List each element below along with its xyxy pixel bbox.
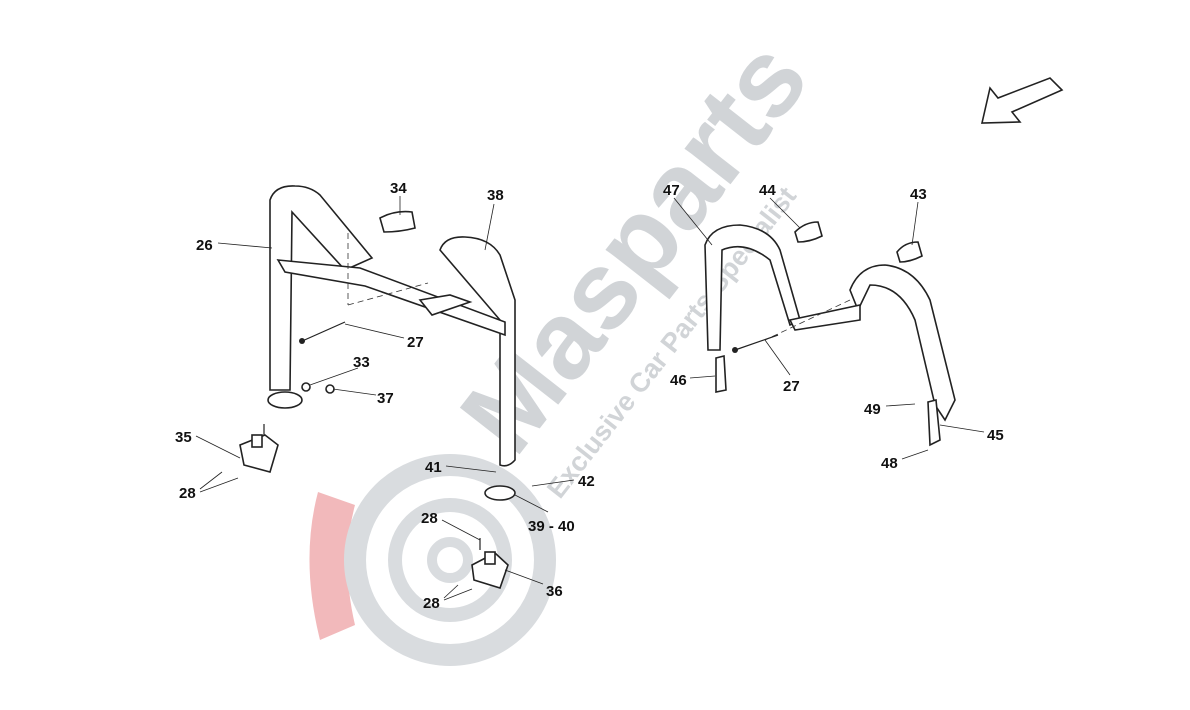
callout-34: 34 <box>390 180 407 197</box>
part-45 <box>927 398 941 447</box>
callout-27: 27 <box>783 378 800 395</box>
watermark-red-segment <box>309 492 355 640</box>
callout-27: 27 <box>407 334 424 351</box>
callout-42: 42 <box>578 473 595 490</box>
callout-48: 48 <box>881 455 898 472</box>
direction-arrow-icon <box>980 77 1064 124</box>
callout-43: 43 <box>910 186 927 203</box>
leader-lines <box>195 196 985 601</box>
part-34 <box>379 210 416 233</box>
callout-47: 47 <box>663 182 680 199</box>
callout-labels: 26 34 38 27 33 37 35 28 41 42 39 - 40 28… <box>175 180 1004 612</box>
callout-41: 41 <box>425 459 442 476</box>
callout-37: 37 <box>377 390 394 407</box>
callout-45: 45 <box>987 427 1004 444</box>
part-44 <box>794 221 823 243</box>
callout-36: 36 <box>546 583 563 600</box>
callout-28: 28 <box>421 510 438 527</box>
callout-38: 38 <box>487 187 504 204</box>
callout-33: 33 <box>353 354 370 371</box>
part-clamp-left <box>267 391 303 409</box>
callout-44: 44 <box>759 182 776 199</box>
watermark-logo: Masparts Exclusive Car Parts Specialist <box>309 18 831 666</box>
part-39-40 <box>484 485 516 501</box>
callout-28: 28 <box>423 595 440 612</box>
watermark-disc-icon <box>344 454 556 666</box>
right-roll-bar <box>704 221 956 447</box>
callout-46: 46 <box>670 372 687 389</box>
callout-28: 28 <box>179 485 196 502</box>
part-46 <box>715 354 727 393</box>
callout-49: 49 <box>864 401 881 418</box>
part-43 <box>896 241 923 263</box>
callout-39-40: 39 - 40 <box>528 518 575 535</box>
callout-26: 26 <box>196 237 213 254</box>
callout-35: 35 <box>175 429 192 446</box>
